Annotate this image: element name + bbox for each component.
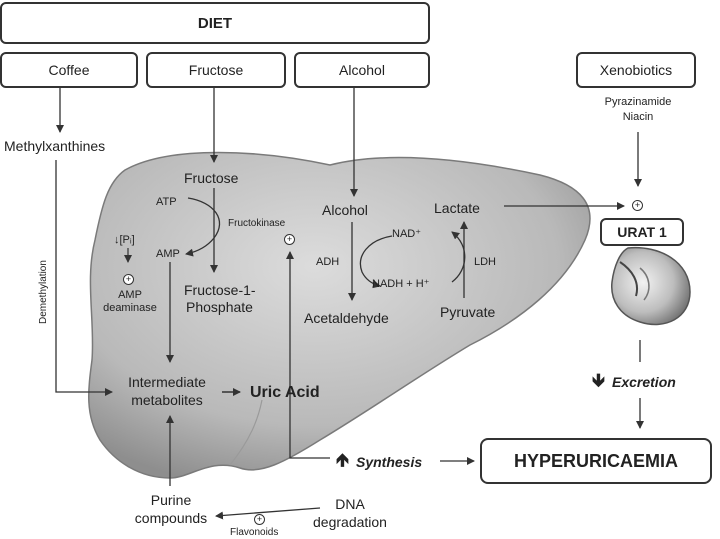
flavonoids-activation-icon: +: [254, 514, 265, 525]
excretion-label: Excretion: [612, 374, 676, 390]
purine-compounds-line2: compounds: [134, 510, 208, 526]
methylxanthines-label: Methylxanthines: [4, 138, 106, 154]
fructose-label: Fructose: [188, 62, 244, 78]
fructokinase-label: Fructokinase: [228, 218, 286, 229]
fructose-1-phosphate-line2: Phosphate: [186, 299, 253, 315]
dna-degradation-line2: degradation: [313, 514, 387, 530]
flavonoids-label: Flavonoids: [230, 527, 279, 538]
nadh-label: NADH + H⁺: [372, 278, 430, 290]
hyperuricaemia-label: HYPERURICAEMIA: [513, 450, 678, 471]
urat1-label: URAT 1: [617, 224, 667, 240]
pyruvate-label: Pyruvate: [440, 304, 496, 320]
urat1-activation-icon: +: [632, 200, 643, 211]
diet-box: DIET: [0, 2, 430, 44]
fructose-metabolite-label: Fructose: [184, 170, 239, 186]
xenobiotics-box: Xenobiotics: [576, 52, 696, 88]
uric-acid-label: Uric Acid: [250, 384, 320, 401]
coffee-box: Coffee: [0, 52, 138, 88]
diet-title: DIET: [197, 14, 233, 32]
fructose-box: Fructose: [146, 52, 286, 88]
amp-deaminase-line2: deaminase: [103, 302, 157, 314]
kidney-illustration: [611, 246, 691, 326]
fructokinase-activation-icon: +: [284, 234, 295, 245]
excretion-arrow-icon: 🡻: [592, 370, 605, 390]
lactate-label: Lactate: [434, 200, 480, 216]
nad-label: NAD⁺: [392, 228, 422, 240]
alcohol-metabolite-label: Alcohol: [322, 202, 368, 218]
alcohol-box: Alcohol: [294, 52, 430, 88]
intermediate-metabolites-line1: Intermediate: [128, 374, 206, 390]
atp-label: ATP: [156, 196, 177, 208]
alcohol-label: Alcohol: [339, 62, 385, 78]
acetaldehyde-label: Acetaldehyde: [304, 310, 389, 326]
coffee-label: Coffee: [48, 62, 90, 78]
amp-deaminase-line1: AMP: [118, 289, 142, 301]
synthesis-arrow-icon: 🡹: [336, 450, 349, 470]
amp-label: AMP: [156, 248, 180, 260]
urat1-box: URAT 1: [600, 218, 684, 246]
intermediate-metabolites-line2: metabolites: [131, 392, 203, 408]
demethylation-label: Demethylation: [38, 260, 49, 324]
purine-compounds-line1: Purine: [150, 492, 192, 508]
hyperuricaemia-box: HYPERURICAEMIA: [480, 438, 712, 484]
synthesis-label: Synthesis: [356, 454, 423, 470]
phosphate-decrease-label: ↓[Pᵢ]: [114, 234, 135, 246]
fructose-1-phosphate-line1: Fructose-1-: [184, 282, 256, 298]
niacin-label: Niacin: [622, 111, 654, 123]
amp-deaminase-activation-icon: +: [123, 274, 134, 285]
ldh-label: LDH: [474, 256, 497, 268]
xenobiotics-label: Xenobiotics: [599, 62, 673, 78]
pyrazinamide-label: Pyrazinamide: [604, 96, 672, 108]
adh-label: ADH: [316, 256, 340, 268]
dna-degradation-line1: DNA: [335, 496, 365, 512]
